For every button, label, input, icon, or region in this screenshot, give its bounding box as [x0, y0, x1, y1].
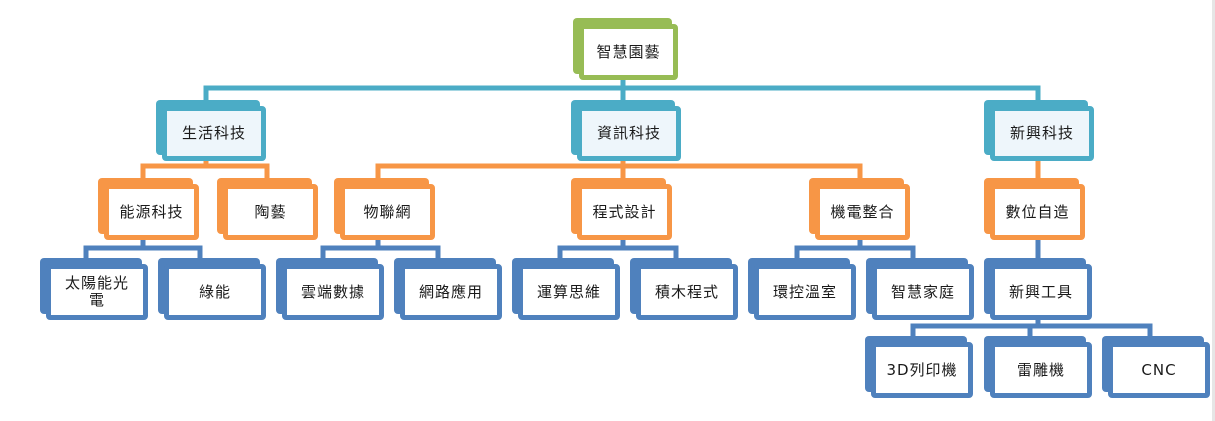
- node-label: 資訊科技: [596, 124, 661, 142]
- node-smart-home: 智慧家庭: [866, 258, 974, 320]
- node-ceramics: 陶藝: [217, 178, 318, 240]
- node-label: 數位自造: [1005, 202, 1070, 221]
- node-label: 綠能: [198, 282, 231, 301]
- node-label: 智慧園藝: [596, 42, 661, 61]
- node-label: 新興工具: [1008, 282, 1073, 301]
- node-env-control-greenhouse: 環控溫室: [748, 258, 856, 320]
- node-label: 環控溫室: [772, 282, 837, 301]
- node-life-tech: 生活科技: [156, 100, 266, 161]
- node-solar: 太陽能光 電: [40, 258, 148, 320]
- node-label: 陶藝: [254, 202, 287, 221]
- node-label: 智慧家庭: [890, 282, 955, 301]
- node-block-programming: 積木程式: [630, 258, 738, 320]
- node-mechatronics: 機電整合: [809, 178, 910, 240]
- node-label: 物聯網: [363, 202, 412, 221]
- node-label: 雲端數據: [300, 282, 365, 301]
- node-label: 運算思維: [536, 282, 601, 301]
- node-new-tech: 新興科技: [984, 100, 1094, 161]
- node-label: 網路應用: [418, 282, 483, 301]
- node-label: 新興科技: [1009, 124, 1074, 142]
- node-label: CNC: [1141, 360, 1177, 379]
- node-label: 雷雕機: [1016, 360, 1065, 379]
- node-network-app: 網路應用: [394, 258, 502, 320]
- node-root: 智慧園藝: [573, 18, 678, 80]
- node-label: 機電整合: [830, 202, 895, 221]
- node-label: 3D列印機: [886, 360, 958, 379]
- node-computational-thinking: 運算思維: [512, 258, 620, 320]
- node-label: 程式設計: [592, 202, 657, 221]
- node-programming: 程式設計: [571, 178, 672, 240]
- node-green-energy: 綠能: [158, 258, 266, 320]
- node-cnc: CNC: [1102, 336, 1210, 398]
- node-info-tech: 資訊科技: [571, 100, 681, 161]
- node-label: 生活科技: [181, 124, 246, 142]
- node-label: 太陽能光 電: [64, 274, 129, 309]
- node-energy-tech: 能源科技: [98, 178, 199, 240]
- node-emerging-tools: 新興工具: [984, 258, 1092, 320]
- node-label: 積木程式: [654, 282, 719, 301]
- node-3d-printer: 3D列印機: [865, 336, 973, 398]
- node-digital-making: 數位自造: [984, 178, 1085, 240]
- node-laser-engraver: 雷雕機: [984, 336, 1092, 398]
- node-cloud-data: 雲端數據: [276, 258, 384, 320]
- node-label: 能源科技: [119, 202, 184, 221]
- node-iot: 物聯網: [334, 178, 435, 240]
- scrollbar[interactable]: [1212, 0, 1215, 421]
